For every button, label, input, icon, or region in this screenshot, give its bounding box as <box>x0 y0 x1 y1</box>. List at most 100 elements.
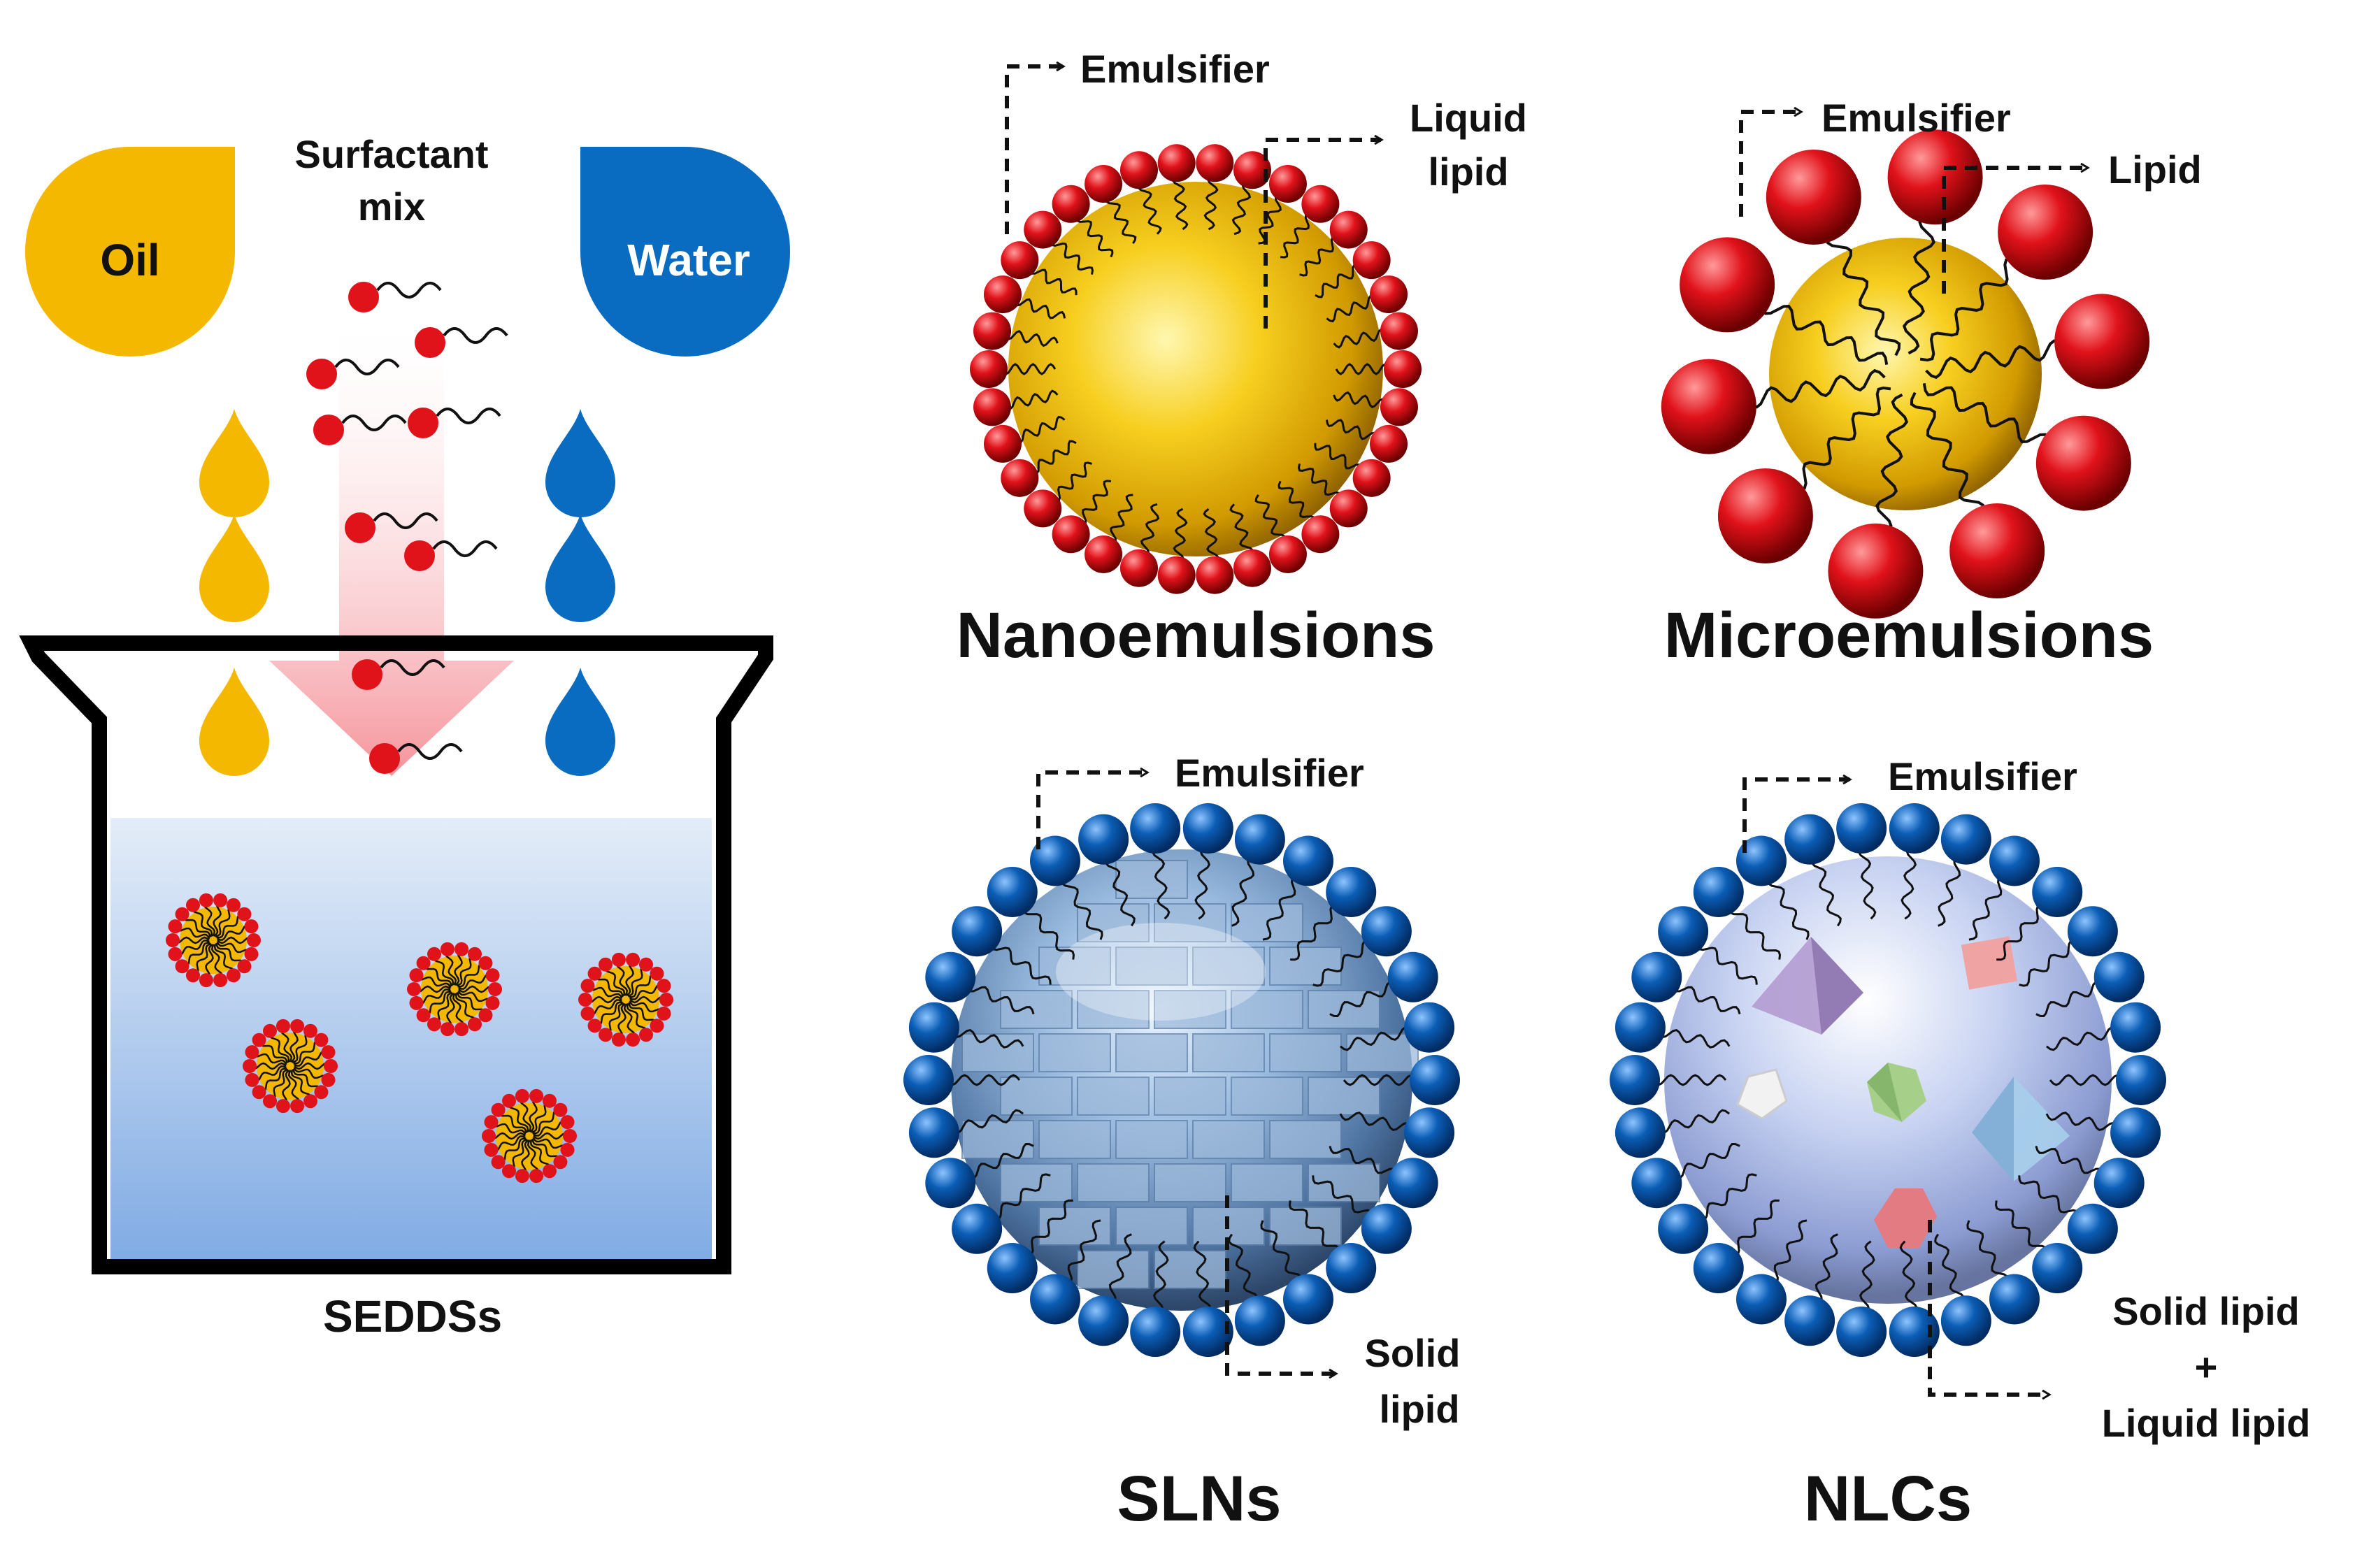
surfactant-tail <box>1138 182 1162 235</box>
surfactant-tail <box>1312 940 1373 987</box>
surfactant-tail <box>990 941 1052 985</box>
micelle-head <box>639 1028 653 1042</box>
micelle-head <box>427 947 441 961</box>
surfactant-head <box>2032 866 2083 917</box>
surfactant-head <box>1717 468 1813 563</box>
micelle-head <box>454 1022 469 1037</box>
surfactant-tail <box>2019 940 2079 987</box>
surfactant-tail <box>1902 213 1935 355</box>
surfactant-tail <box>1656 1109 1730 1134</box>
sln-solid-lattice <box>961 860 1419 1289</box>
lipid-pointer <box>1942 168 2087 294</box>
lattice-brick <box>1308 1163 1380 1202</box>
surfactant-tail <box>1193 1240 1212 1316</box>
surfactant-tail <box>1288 1200 1341 1256</box>
lipid-label-line3: Liquid lipid <box>2102 1401 2311 1445</box>
surfactant-head <box>925 1158 976 1209</box>
surfactant-head <box>1736 1274 1787 1325</box>
surfactant-head <box>973 388 1012 426</box>
emulsifier-pointer <box>1036 772 1147 849</box>
surfactant-head <box>1736 835 1787 886</box>
micelle-head <box>587 966 602 981</box>
emulsifier-label: Emulsifier <box>1080 47 1270 91</box>
micelle-head <box>263 1023 277 1038</box>
surfactant-tail <box>1994 1200 2047 1256</box>
micelle-head <box>244 947 259 961</box>
surfactant-tail <box>1333 328 1387 349</box>
surfactant-head <box>1361 1203 1412 1254</box>
surfactant-tail <box>1996 904 2046 961</box>
surfactant-tail <box>1231 855 1255 927</box>
lipid-pointer <box>1225 1195 1336 1374</box>
surfactant-tail <box>1290 904 1340 961</box>
surfactant-head <box>908 1002 959 1053</box>
surfactant-tail <box>1140 503 1160 556</box>
surfactant-tail <box>2018 1175 2080 1219</box>
surfactant-tail <box>1760 301 1889 365</box>
micelle-head <box>213 973 228 988</box>
micelle-head <box>515 1088 529 1103</box>
micelle-head <box>553 1102 568 1117</box>
surfactant-head <box>1301 185 1340 223</box>
micelle-head <box>599 1028 613 1042</box>
micelle-head <box>529 1169 544 1184</box>
water-droplets <box>545 409 615 776</box>
surfactant-head <box>1130 803 1181 854</box>
surfactant-head <box>1030 1274 1080 1325</box>
micelle-head <box>290 1019 305 1033</box>
surfactant-tail <box>1938 855 1961 927</box>
emulsifier-label: Emulsifier <box>1821 96 2011 140</box>
nlc-tails <box>1652 844 2124 1316</box>
surfactant-head <box>1658 1203 1709 1254</box>
micelle-head <box>611 952 626 967</box>
lattice-brick <box>1038 1120 1111 1159</box>
micelle-head <box>580 979 595 993</box>
micelle-head <box>303 1094 317 1109</box>
surfactant-head <box>1119 151 1158 189</box>
surfactant-head <box>1130 1307 1181 1358</box>
surfactant-tail <box>1335 363 1391 375</box>
micelle-head <box>560 1115 575 1130</box>
micelle <box>482 1088 577 1184</box>
surfactant-tail <box>1260 1220 1303 1285</box>
surfactant-head <box>1949 503 2045 599</box>
surfactant-head <box>1940 814 1991 865</box>
micelle-head <box>440 1022 454 1037</box>
micelle-head <box>245 1045 259 1060</box>
surfactant-tail <box>1339 1112 1413 1132</box>
surfactant-tail <box>1203 175 1219 231</box>
micelle-head <box>237 959 252 974</box>
surfactant-tail <box>1329 1145 1398 1177</box>
surfactant-head <box>1693 1243 1744 1294</box>
surfactant-tail <box>1258 194 1282 245</box>
surfactant-tail <box>2035 981 2104 1018</box>
lipid-label-line2: lipid <box>1428 150 1508 194</box>
surfactant-head <box>2054 294 2150 389</box>
micelle-head <box>227 968 241 983</box>
micelle-head <box>580 1006 595 1021</box>
micelle-head <box>237 907 252 921</box>
lattice-brick <box>1115 947 1188 986</box>
lipid-label-line2: lipid <box>1379 1387 1459 1431</box>
surfactant-head <box>1085 165 1123 203</box>
surfactant-head <box>1157 556 1196 594</box>
surfactant-head <box>1326 1243 1377 1294</box>
surfactant-head <box>2067 906 2118 957</box>
surfactant-head <box>1387 951 1438 1002</box>
surfactant-head <box>1329 210 1368 249</box>
lattice-brick <box>1000 1077 1073 1116</box>
surfactant-tail <box>1826 230 1901 357</box>
surfactant-tail <box>1254 494 1286 543</box>
surfactant-head <box>983 424 1022 463</box>
micelle-head <box>659 993 673 1007</box>
lattice-brick <box>1269 1120 1342 1159</box>
micelle-head <box>199 973 213 988</box>
surfactant-head <box>973 312 1012 350</box>
surfactant-tail <box>1262 875 1300 941</box>
lattice-brick <box>1269 1033 1342 1072</box>
micelle-head <box>482 1129 496 1143</box>
lipid-label-line1: Solid <box>1365 1331 1461 1375</box>
surfactant-tail <box>1672 1142 1740 1179</box>
surfactant-tail <box>1922 383 2051 447</box>
surfactant-tail <box>1280 213 1313 259</box>
